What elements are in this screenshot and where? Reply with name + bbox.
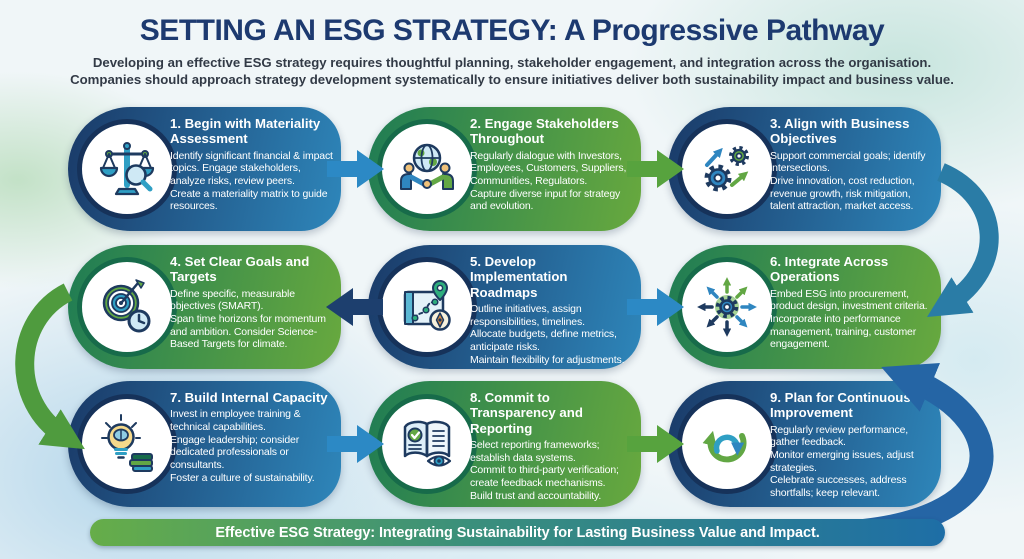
step-body: Define specific, measurable objectives (… bbox=[170, 287, 326, 351]
globe-handshake-icon bbox=[400, 143, 454, 190]
step-title: 8. Commit to Transparency and Reporting bbox=[470, 390, 583, 436]
step-icon-circle bbox=[677, 119, 777, 219]
step-body: Regularly dialogue with Investors, Emplo… bbox=[470, 149, 627, 213]
step-title: 9. Plan for Continuous Improvement bbox=[770, 390, 911, 421]
gear-radiating-arrows-icon bbox=[697, 277, 757, 337]
step-card-6: 6. Integrate Across Operations Embed ESG… bbox=[668, 245, 941, 369]
step-title: 5. Develop Implementation Roadmaps bbox=[470, 254, 568, 300]
step-title: 4. Set Clear Goals and Targets bbox=[170, 254, 310, 285]
step-body: Support commercial goals; identify inter… bbox=[770, 149, 926, 213]
open-book-check-eye-icon bbox=[403, 420, 452, 467]
step-body: Invest in employee training & technical … bbox=[170, 408, 315, 484]
step-body: Identify significant financial & impact … bbox=[170, 149, 333, 213]
step-card-2: 2. Engage Stakeholders Throughout Regula… bbox=[368, 107, 641, 231]
loop-step4-to-step7 bbox=[15, 283, 85, 450]
step-card-4: 4. Set Clear Goals and Targets Define sp… bbox=[68, 245, 341, 369]
step-card-5: 5. Develop Implementation Roadmaps Outli… bbox=[368, 245, 641, 369]
footer-banner-text: Effective ESG Strategy: Integrating Sust… bbox=[215, 524, 820, 541]
footer-banner: Effective ESG Strategy: Integrating Sust… bbox=[90, 519, 945, 546]
target-arrow-clock-icon bbox=[102, 279, 151, 333]
step-icon-circle bbox=[677, 394, 777, 494]
step-icon-circle bbox=[77, 257, 177, 357]
step-card-9: 9. Plan for Continuous Improvement Regul… bbox=[668, 381, 941, 507]
balance-scale-magnifier-icon bbox=[99, 142, 155, 196]
gears-growth-arrows-icon bbox=[704, 146, 749, 192]
step-title: 2. Engage Stakeholders Throughout bbox=[470, 116, 619, 147]
step-icon-circle bbox=[377, 119, 477, 219]
step-title: 3. Align with Business Objectives bbox=[770, 116, 910, 147]
lightbulb-brain-books-icon bbox=[101, 414, 153, 472]
step-icon-circle bbox=[377, 257, 477, 357]
step-title: 6. Integrate Across Operations bbox=[770, 254, 889, 285]
step-title: 7. Build Internal Capacity bbox=[170, 390, 328, 405]
step-title: 1. Begin with Materiality Assessment bbox=[170, 116, 321, 147]
step-icon-circle bbox=[77, 119, 177, 219]
step-body: Regularly review performance, gather fee… bbox=[770, 423, 914, 500]
step-icon-circle bbox=[377, 394, 477, 494]
step-body: Select reporting frameworks; establish d… bbox=[470, 438, 619, 502]
page-subtitle: Developing an effective ESG strategy req… bbox=[70, 55, 954, 88]
step-icon-circle bbox=[677, 257, 777, 357]
step-icon-circle bbox=[77, 394, 177, 494]
step-card-1: 1. Begin with Materiality Assessment Ide… bbox=[68, 107, 341, 231]
page-title: SETTING AN ESG STRATEGY: A Progressive P… bbox=[139, 14, 885, 47]
step-body: Outline initiatives, assign responsibili… bbox=[470, 302, 625, 366]
circular-renewal-arrows-icon bbox=[702, 430, 747, 463]
loop-step3-to-step6 bbox=[927, 163, 999, 318]
roadmap-pin-compass-icon bbox=[403, 280, 451, 331]
header: SETTING AN ESG STRATEGY: A Progressive P… bbox=[0, 14, 1024, 89]
step-card-8: 8. Commit to Transparency and Reporting … bbox=[368, 381, 641, 507]
step-card-3: 3. Align with Business Objectives Suppor… bbox=[668, 107, 941, 231]
step-card-7: 7. Build Internal Capacity Invest in emp… bbox=[68, 381, 341, 507]
step-body: Embed ESG into procurement, product desi… bbox=[770, 287, 928, 351]
